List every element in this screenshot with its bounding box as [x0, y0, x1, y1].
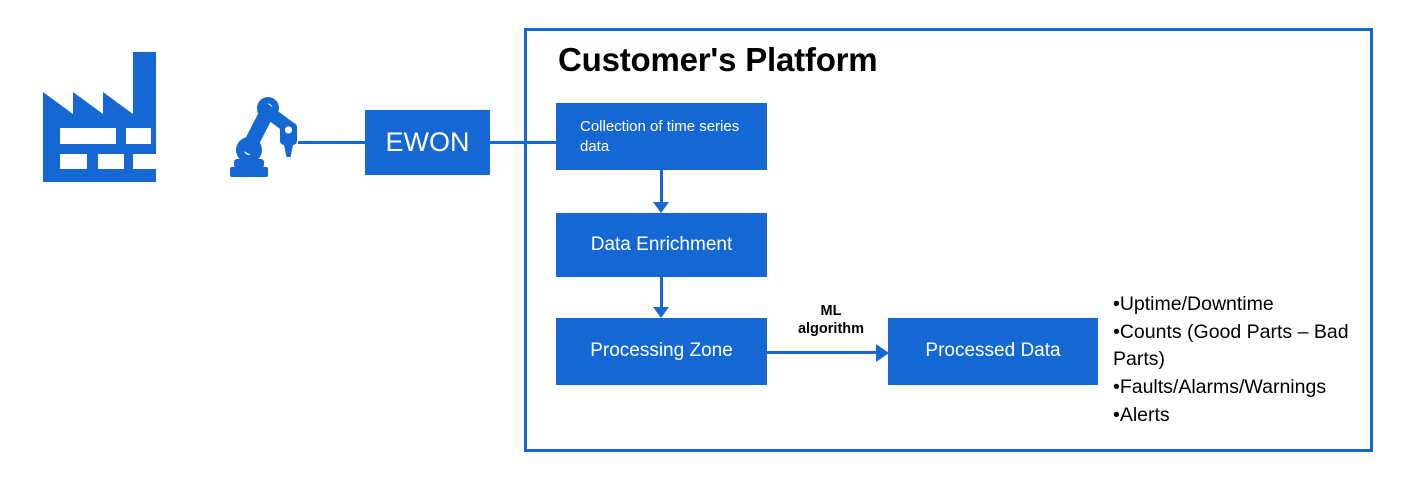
node-processing-label: Processing Zone: [590, 340, 733, 362]
list-item: •Faults/Alarms/Warnings: [1113, 376, 1327, 399]
connector-collection-to-enrichment: [660, 170, 663, 203]
node-enrichment-label: Data Enrichment: [590, 233, 733, 255]
arrowhead-processing-to-processed: [876, 343, 889, 362]
arrowhead-enrichment-to-processing: [653, 307, 669, 318]
edge-label-ml-algorithm: ML algorithm: [785, 302, 877, 338]
ml-algorithm-line-1: ML: [820, 303, 842, 319]
node-collection-of-time-series-data: Collection of time series data: [556, 103, 767, 170]
ewon-label: EWON: [385, 127, 470, 158]
page-title: Customer's Platform: [558, 41, 878, 78]
node-data-enrichment: Data Enrichment: [556, 213, 767, 277]
list-item: •Alerts: [1113, 403, 1170, 426]
list-item: •Counts (Good Parts – Bad Parts): [1113, 320, 1349, 371]
ml-algorithm-line-2: algorithm: [797, 321, 865, 338]
outputs-bullet-list: •Uptime/Downtime •Counts (Good Parts – B…: [1113, 291, 1383, 429]
robot-arm-icon: [218, 93, 306, 177]
connector-enrichment-to-processing: [660, 277, 663, 308]
node-processing-zone: Processing Zone: [556, 318, 767, 385]
node-processed-data: Processed Data: [888, 318, 1098, 385]
ewon-gateway-box: EWON: [365, 110, 490, 175]
connector-processing-to-processed: [767, 351, 878, 354]
connector-robot-to-ewon: [298, 141, 365, 144]
factory-icon: [43, 52, 167, 182]
arrowhead-collection-to-enrichment: [653, 202, 669, 213]
list-item: •Uptime/Downtime: [1113, 293, 1274, 315]
node-collection-label: Collection of time series data: [580, 118, 740, 155]
customers-platform-container: [524, 28, 1373, 452]
node-processed-label: Processed Data: [925, 340, 1061, 362]
